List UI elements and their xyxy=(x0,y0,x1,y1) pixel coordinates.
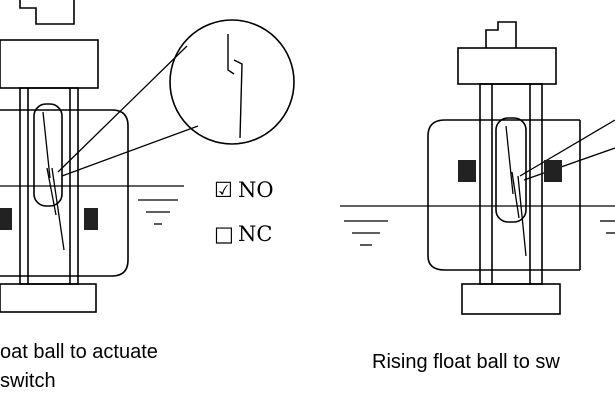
left-float-assembly xyxy=(0,0,295,313)
right-bottom-flange xyxy=(461,283,561,315)
right-reed-capsule xyxy=(495,117,527,223)
right-top-cap xyxy=(485,21,517,48)
right-float-body xyxy=(427,119,581,271)
right-reed-contact-1 xyxy=(505,125,514,195)
left-zoom-circle xyxy=(169,19,295,145)
right-reed-contact-2 xyxy=(511,171,520,219)
left-zoom-pointer-2 xyxy=(61,125,199,177)
no-checkbox-icon: ☑ xyxy=(214,178,233,202)
right-upper-flange xyxy=(457,47,557,85)
right-caption-line-1: Rising float ball to sw xyxy=(372,351,560,373)
left-zoom-contact-2 xyxy=(233,59,243,139)
left-reed-contact-2 xyxy=(46,167,57,216)
left-caption-line-1: oat ball to actuate xyxy=(0,341,158,363)
left-reed-capsule xyxy=(33,103,63,207)
nc-label: NC xyxy=(238,222,272,246)
left-zoom-pointer-1 xyxy=(57,45,188,173)
left-magnet-left xyxy=(0,208,12,230)
right-zoom-pointer-1 xyxy=(519,119,615,177)
right-float-assembly xyxy=(340,21,615,315)
nc-checkbox-icon: □ xyxy=(214,222,234,246)
left-caption-line-2: switch xyxy=(0,370,56,392)
left-upper-flange xyxy=(0,39,99,89)
switch-state-legend: ☑ NO □ NC xyxy=(214,178,274,246)
right-zoom-pointer-2 xyxy=(523,147,615,181)
right-magnet-right xyxy=(544,160,562,182)
left-zoom-contact-1 xyxy=(227,34,235,75)
left-top-cap xyxy=(19,0,75,25)
left-reed-contact-1 xyxy=(42,111,51,179)
no-label: NO xyxy=(238,178,274,202)
left-float-body xyxy=(0,109,129,277)
left-bottom-flange xyxy=(0,283,97,313)
right-magnet-left xyxy=(458,160,476,182)
right-stem-tube xyxy=(479,83,543,285)
left-magnet-right xyxy=(84,208,98,230)
